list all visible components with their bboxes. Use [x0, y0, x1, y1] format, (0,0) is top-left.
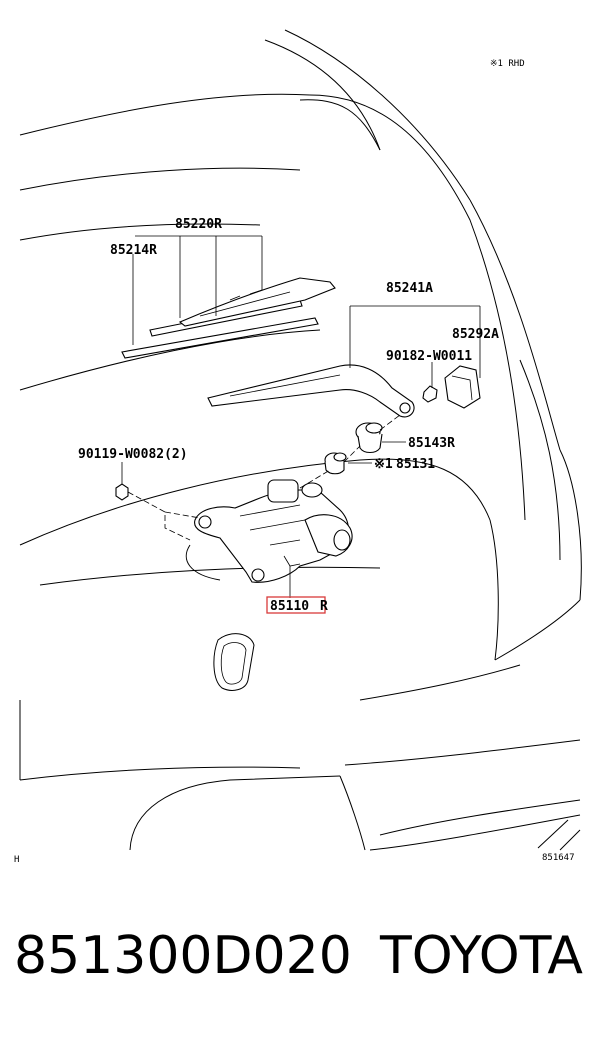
label-85292A[interactable]: 85292A	[452, 327, 499, 342]
label-85131-rhd-mark: ※1	[374, 457, 393, 472]
nut	[422, 385, 438, 403]
leader-lines	[121, 235, 481, 598]
label-85214R[interactable]: 85214R	[110, 243, 157, 258]
grommet	[324, 452, 347, 475]
label-85110R-highlighted[interactable]: 85110	[270, 599, 309, 614]
footer: 851300D020 TOYOTA	[0, 930, 600, 1020]
corner-code-right: 851647	[542, 853, 575, 863]
pivot-cap	[355, 422, 383, 454]
bolt	[115, 483, 129, 501]
wiper-blade	[121, 277, 336, 359]
label-85143R[interactable]: 85143R	[408, 436, 455, 451]
wiper-cap	[444, 365, 481, 409]
wiper-motor	[194, 479, 353, 583]
vehicle-body-outline	[19, 29, 582, 851]
wiper-arm	[207, 364, 415, 418]
label-85110R-suffix: R	[320, 599, 328, 614]
label-85241A[interactable]: 85241A	[386, 281, 433, 296]
corner-code-left: H	[14, 855, 19, 865]
part-number: 851300D020	[14, 926, 352, 986]
note-rhd: ※1 RHD	[490, 59, 525, 69]
label-90182-W0011[interactable]: 90182-W0011	[386, 349, 472, 364]
label-90119-W0082[interactable]: 90119-W0082(2)	[78, 447, 188, 462]
assembly-lines	[127, 414, 401, 541]
highlight-box-85110R	[266, 596, 326, 614]
parts-diagram: ※1 RHD 85220R 85214R 85241A 85292A 90182…	[14, 29, 582, 865]
label-85220R[interactable]: 85220R	[175, 217, 222, 232]
brand-name: TOYOTA	[380, 926, 583, 986]
label-85131[interactable]: 85131	[396, 457, 435, 472]
